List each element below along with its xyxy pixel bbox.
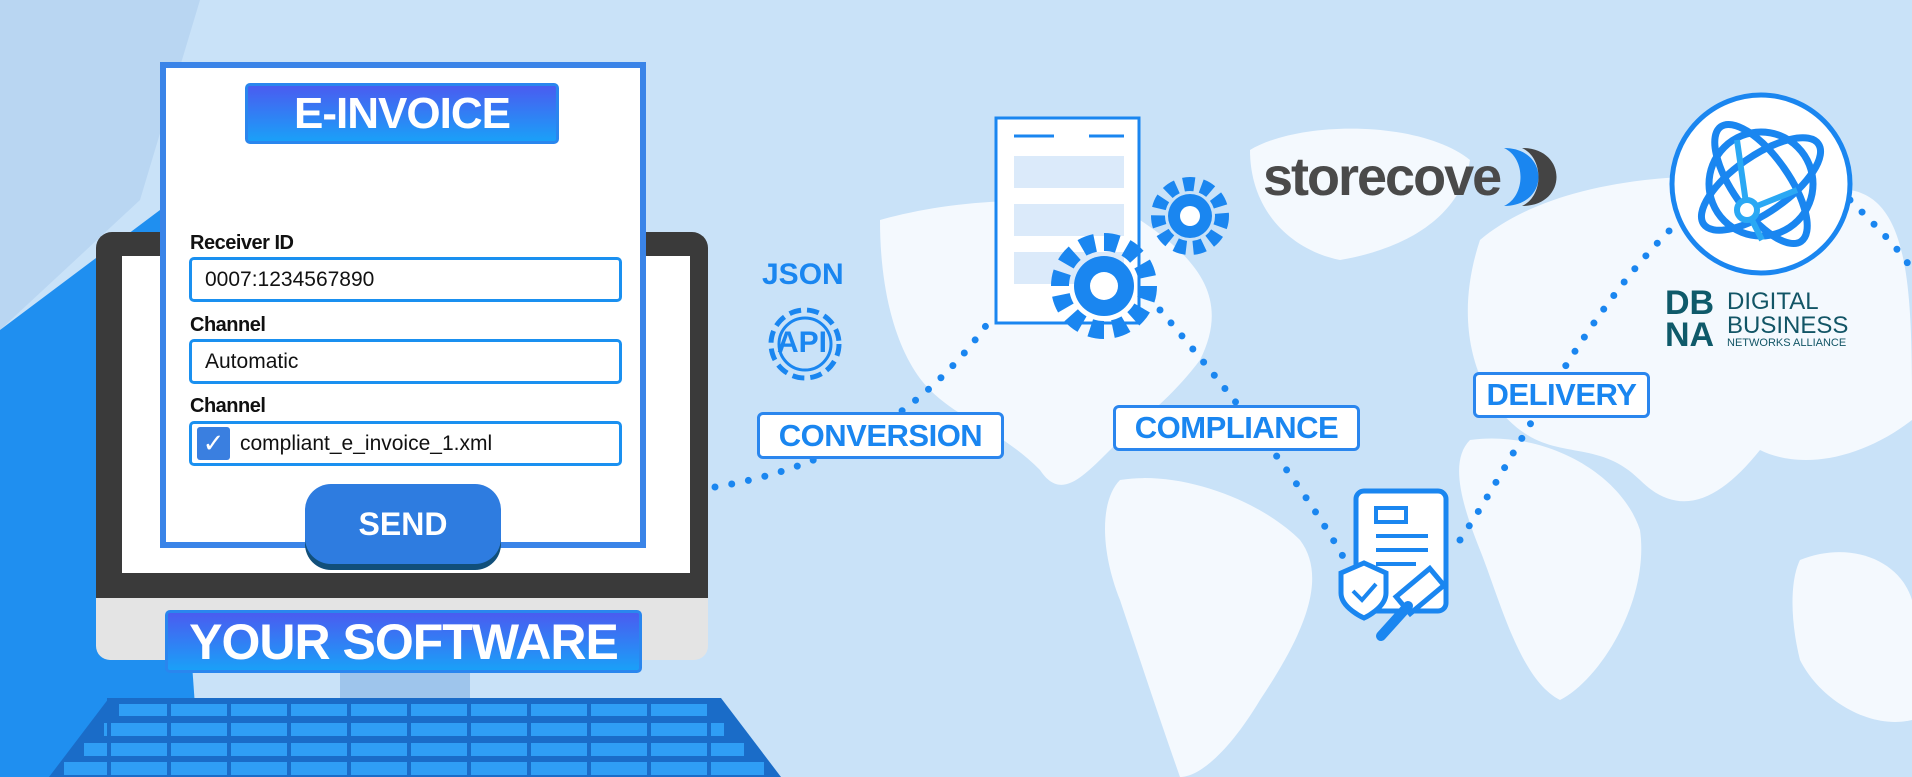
dbna-mark: DBNA [1665,284,1715,354]
storecove-logo: storecove [1263,146,1560,208]
file-label: Channel [190,395,266,417]
api-label: API [777,326,828,359]
your-software-badge: YOUR SOFTWARE [165,610,642,673]
compliance-badge: COMPLIANCE [1113,405,1360,451]
send-button[interactable]: SEND [305,484,501,564]
receiver-id-input[interactable]: 0007:1234567890 [189,257,622,302]
dbna-line-2: BUSINESS [1727,311,1849,339]
invoice-title-badge: E-INVOICE [245,83,559,144]
document-gears-icon [994,116,1229,339]
file-name: compliant_e_invoice_1.xml [240,431,493,455]
file-checkbox[interactable]: ✓ [197,427,230,460]
channel-label: Channel [190,314,266,336]
receiver-id-value: 0007:1234567890 [205,267,375,291]
file-field[interactable]: ✓ compliant_e_invoice_1.xml [189,421,622,466]
json-label: JSON [762,258,844,291]
channel-select[interactable]: Automatic [189,339,622,384]
keyboard [49,698,781,777]
dbna-logo: DBNA DIGITAL BUSINESS NETWORKS ALLIANCE [1665,284,1849,354]
conversion-badge: CONVERSION [757,412,1004,459]
dbna-line-3: NETWORKS ALLIANCE [1727,336,1847,349]
storecove-mark-icon [1504,148,1557,206]
delivery-badge: DELIVERY [1473,372,1650,418]
dbna-line-1: DIGITAL [1727,287,1819,315]
network-globe-icon [1669,92,1853,276]
storecove-wordmark: storecove [1263,147,1502,207]
send-label: SEND [358,505,448,542]
channel-value: Automatic [205,349,299,373]
receiver-id-label: Receiver ID [190,232,294,254]
api-gear-icon: API [757,299,854,390]
legal-document-gavel-icon [1338,488,1449,641]
